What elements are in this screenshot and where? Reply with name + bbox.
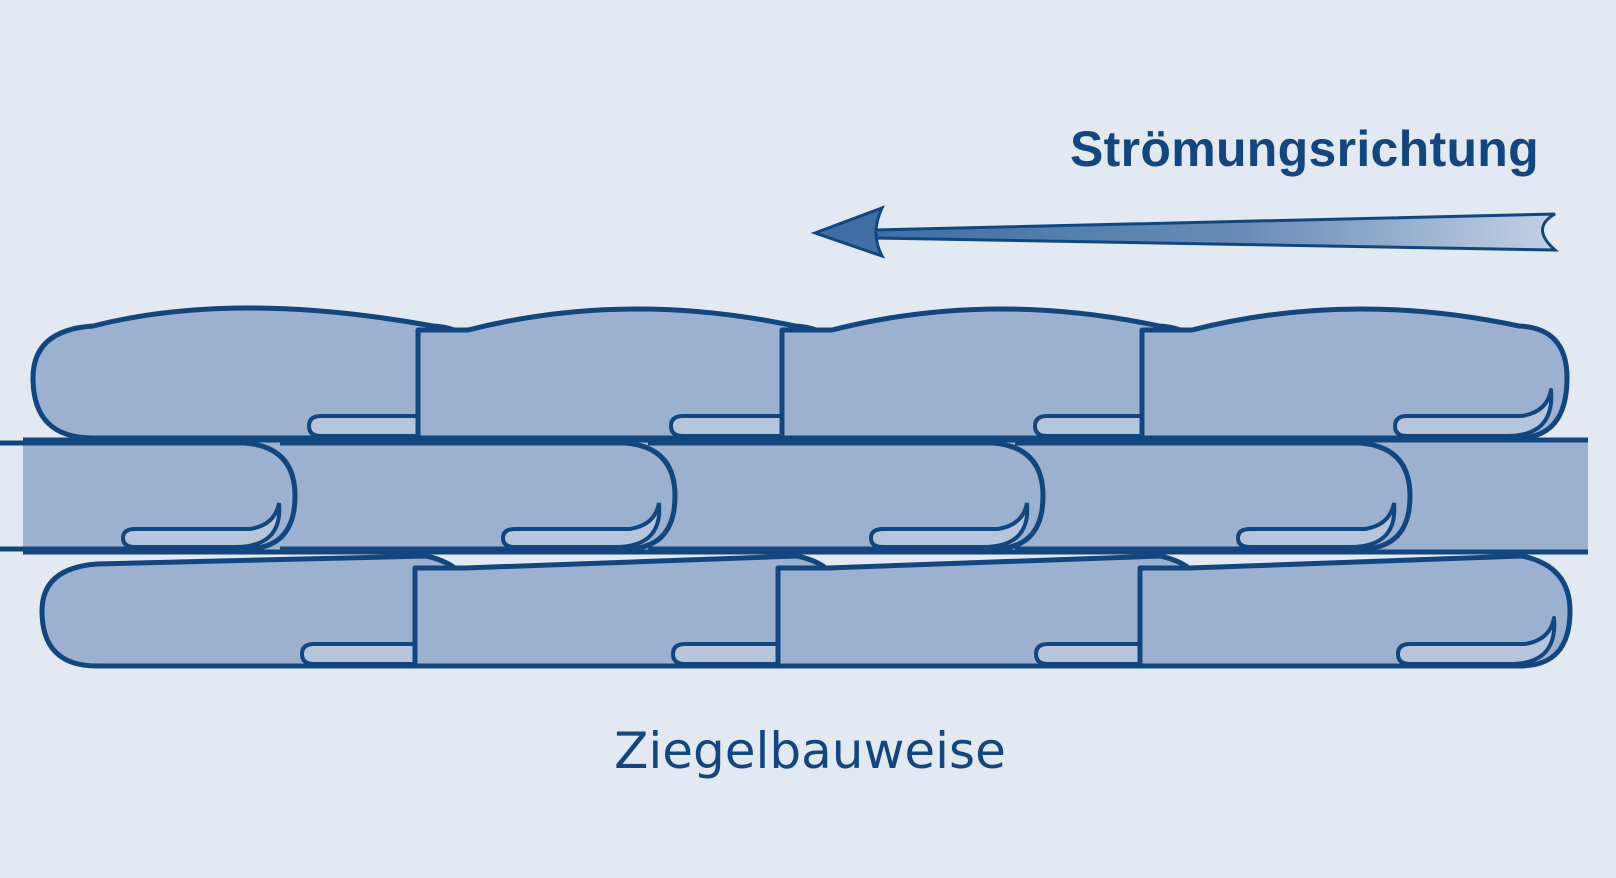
bottom-shell-1: [39, 553, 477, 669]
top-shell-1: [30, 305, 484, 441]
top-shell-2: [415, 306, 846, 441]
middle-shell-3: [648, 440, 1046, 552]
flow-direction-label: Strömungsrichtung: [1070, 121, 1539, 177]
bottom-shell-4: [1137, 553, 1573, 669]
diagram-caption: Ziegelbauweise: [614, 722, 1006, 780]
flow-direction-arrow: [810, 205, 1560, 259]
top-shell-4: [1139, 306, 1570, 441]
middle-shell-4: [1015, 440, 1413, 552]
middle-shell-2: [280, 440, 678, 552]
middle-shell-1: [0, 440, 298, 552]
brick-shells: [0, 305, 1573, 669]
